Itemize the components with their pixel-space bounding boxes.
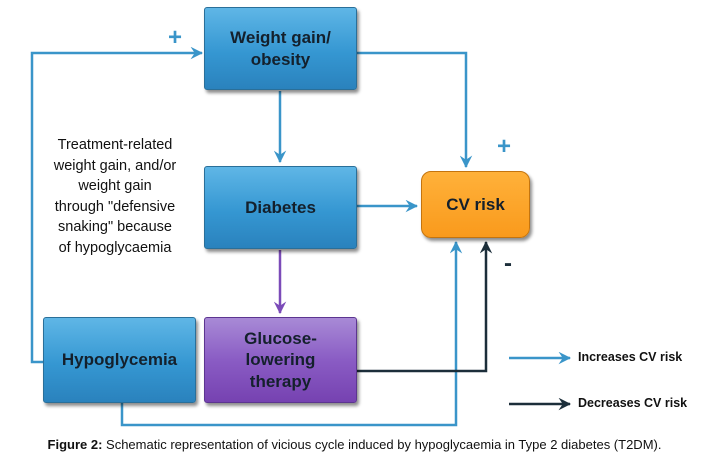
hypoglycemia-label: Hypoglycemia	[61, 350, 178, 370]
glucose-lowering-label: Glucose- lowering therapy	[244, 329, 317, 391]
legend-decreases-label: Decreases CV risk	[578, 396, 688, 410]
arrow-hypo-to-weight	[30, 46, 204, 364]
caption-text: Schematic representation of vicious cycl…	[102, 437, 662, 452]
hypoglycemia-box: Hypoglycemia	[43, 317, 196, 403]
arrow-weight-to-cv	[357, 51, 473, 169]
weight-gain-box: Weight gain/ obesity	[204, 7, 357, 90]
glucose-lowering-box: Glucose- lowering therapy	[204, 317, 357, 403]
diabetes-label: Diabetes	[245, 197, 316, 217]
plus-sign-right: +	[497, 133, 512, 160]
figure-caption: Figure 2: Schematic representation of vi…	[0, 437, 709, 452]
arrow-glucose-to-cv	[357, 240, 493, 373]
diabetes-box: Diabetes	[204, 166, 357, 249]
legend-increases-label: Increases CV risk	[578, 350, 683, 364]
cv-risk-label: CV risk	[446, 194, 505, 214]
weight-gain-label: Weight gain/ obesity	[230, 28, 331, 69]
cv-risk-box: CV risk	[421, 171, 530, 238]
arrow-hypo-to-cv	[120, 240, 463, 427]
side-annotation: Treatment-related weight gain, and/or we…	[53, 137, 177, 256]
minus-sign: -	[504, 250, 512, 277]
plus-sign-left: +	[168, 24, 183, 51]
caption-prefix: Figure 2:	[47, 437, 103, 452]
